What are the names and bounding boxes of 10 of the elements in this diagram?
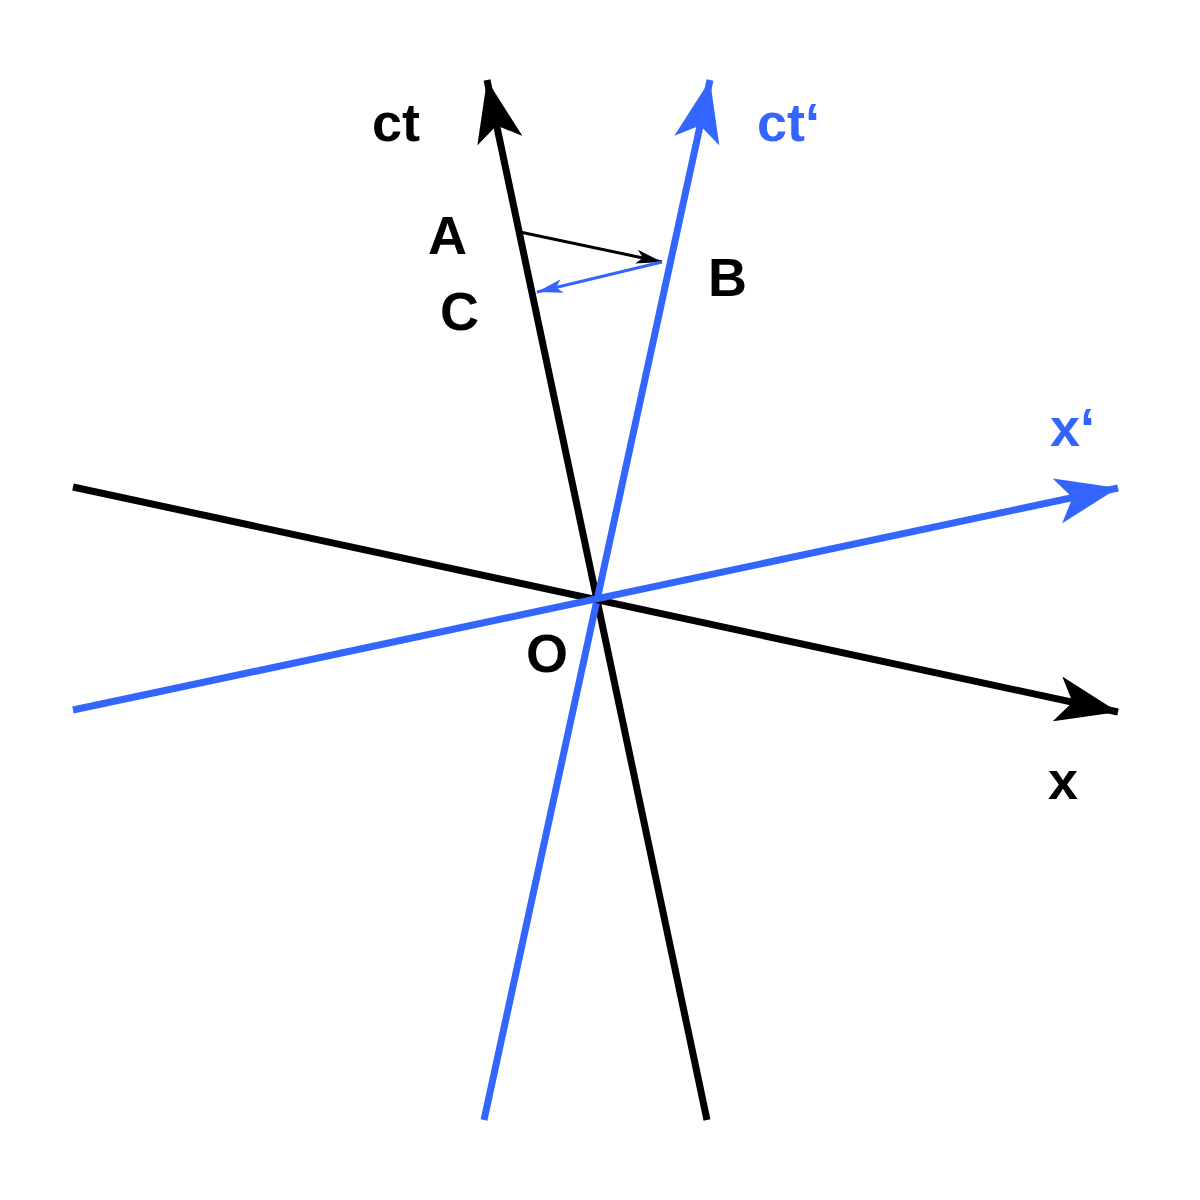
axis-label: O bbox=[526, 626, 568, 680]
arrow bbox=[536, 260, 663, 294]
axis-label: x‘ bbox=[1050, 400, 1096, 454]
axis-label: ct‘ bbox=[757, 95, 821, 149]
point-label: B bbox=[708, 250, 747, 304]
point-label: A bbox=[428, 208, 467, 262]
axis-label: ct bbox=[372, 95, 420, 149]
point-label: C bbox=[440, 284, 479, 338]
arrow bbox=[519, 230, 663, 264]
axis-label: x bbox=[1048, 753, 1079, 807]
